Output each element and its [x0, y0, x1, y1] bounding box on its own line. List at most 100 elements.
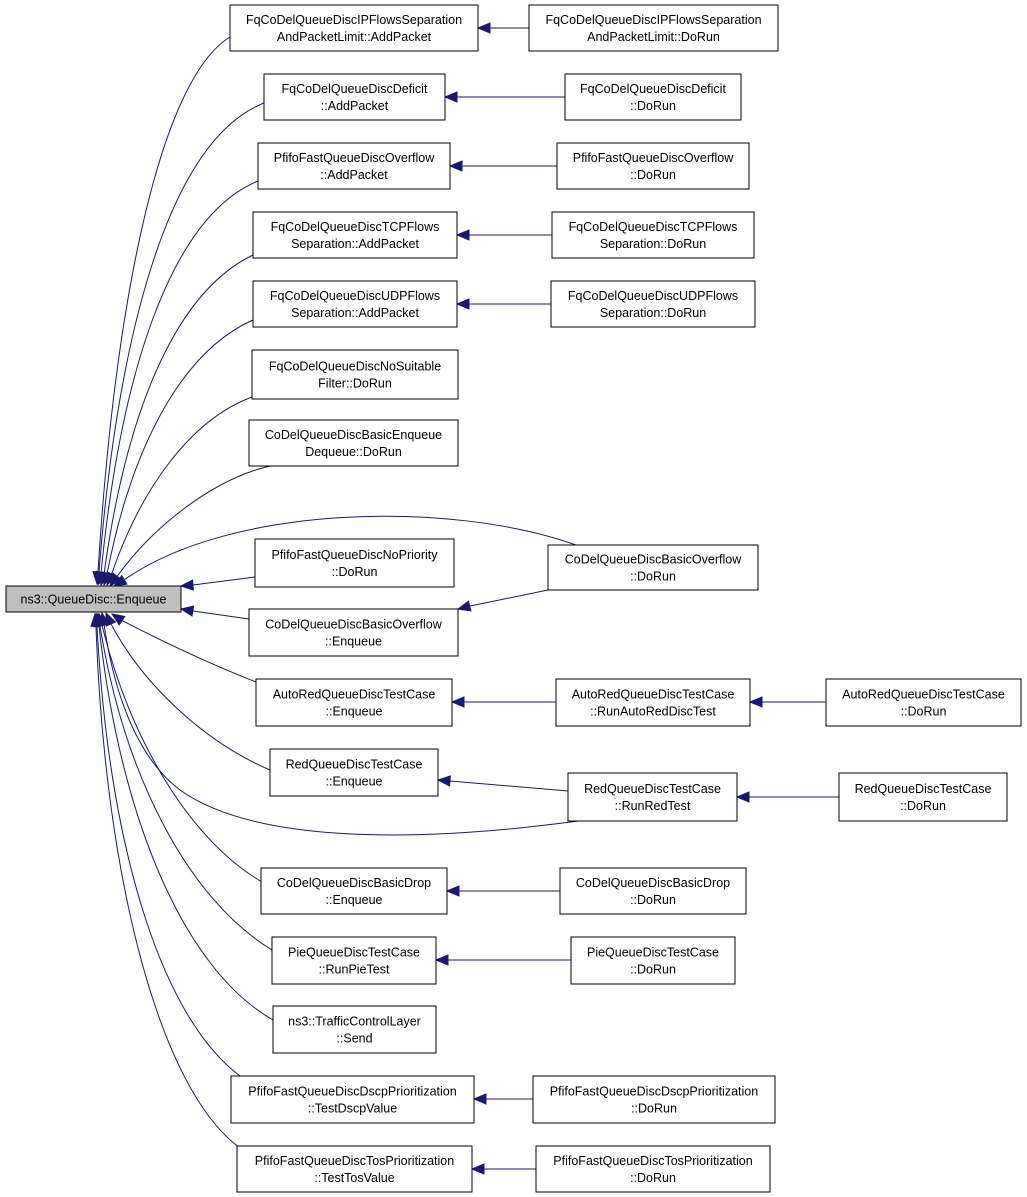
node-label-line: ::Send — [336, 1032, 372, 1046]
node-red-run[interactable]: RedQueueDiscTestCase::DoRun — [838, 772, 1008, 822]
node-fqsep-run[interactable]: FqCoDelQueueDiscIPFlowsSeparationAndPack… — [528, 4, 779, 52]
edge-line — [109, 621, 271, 771]
arrowhead — [179, 579, 194, 591]
edge-pie — [434, 954, 571, 966]
edge-root-dscp — [91, 612, 241, 1077]
node-label-line: ::DoRun — [630, 99, 676, 113]
node-label-line: ::DoRun — [630, 1171, 676, 1185]
node-box — [269, 748, 439, 797]
node-drop-run[interactable]: CoDelQueueDiscBasicDrop::DoRun — [559, 867, 747, 915]
node-box — [532, 1075, 776, 1124]
node-label-line: ::DoRun — [630, 570, 676, 584]
node-nopriority-run[interactable]: PfifoFastQueueDiscNoPriority::DoRun — [254, 538, 455, 588]
node-label-line: ::Enqueue — [326, 893, 383, 907]
arrowhead — [448, 160, 463, 172]
node-label-line: CoDelQueueDiscBasicDrop — [277, 876, 431, 890]
node-box — [252, 211, 458, 259]
arrowhead — [455, 298, 470, 310]
node-red-test[interactable]: RedQueueDiscTestCase::RunRedTest — [567, 772, 738, 822]
edge-root-tos — [90, 612, 241, 1149]
node-label-line: ns3::QueueDisc::Enqueue — [21, 593, 167, 607]
edge-deficit — [443, 91, 565, 103]
node-label-line: FqCoDelQueueDiscIPFlowsSeparation — [545, 13, 761, 27]
node-label-line: RedQueueDiscTestCase — [584, 782, 721, 796]
edge-pfoverflow — [448, 160, 557, 172]
node-box — [251, 349, 459, 400]
edge-root-drop — [96, 612, 263, 883]
node-label-line: ::DoRun — [332, 565, 378, 579]
node-udp-add[interactable]: FqCoDelQueueDiscUDPFlowsSeparation::AddP… — [252, 280, 458, 328]
node-tos-run[interactable]: PfifoFastQueueDiscTosPrioritization::DoR… — [535, 1145, 771, 1193]
node-tcp-run[interactable]: FqCoDelQueueDiscTCPFlowsSeparation::DoRu… — [551, 211, 755, 259]
node-label-line: CoDelQueueDiscBasicEnqueue — [265, 428, 442, 442]
edge-line — [106, 319, 254, 575]
edge-tcp — [455, 229, 552, 241]
node-pie-test[interactable]: PieQueueDiscTestCase::RunPieTest — [271, 936, 437, 985]
edge-root-nosuitable — [106, 396, 253, 587]
node-autored-enq[interactable]: AutoRedQueueDiscTestCase::Enqueue — [255, 678, 453, 727]
node-label-line: PfifoFastQueueDiscTosPrioritization — [553, 1154, 752, 1168]
edge-root-fqsep — [92, 36, 231, 586]
node-label-line: ::Enqueue — [325, 635, 382, 649]
node-box — [254, 538, 455, 588]
node-autored-run[interactable]: AutoRedQueueDiscTestCase::DoRun — [825, 678, 1022, 727]
node-pfoverflow-run[interactable]: PfifoFastQueueDiscOverflow::DoRun — [556, 142, 750, 190]
node-box — [236, 1145, 473, 1193]
node-label-line: ::DoRun — [900, 799, 946, 813]
node-box — [570, 936, 736, 985]
edge-line — [99, 625, 273, 951]
edge-fqsep — [476, 22, 529, 34]
node-label-line: PieQueueDiscTestCase — [288, 946, 420, 960]
node-label-line: RedQueueDiscTestCase — [855, 782, 992, 796]
node-pfoverflow-add[interactable]: PfifoFastQueueDiscOverflow::AddPacket — [257, 142, 451, 190]
node-fqsep-add[interactable]: FqCoDelQueueDiscIPFlowsSeparationAndPack… — [229, 4, 479, 52]
node-drop-enq[interactable]: CoDelQueueDiscBasicDrop::Enqueue — [260, 867, 448, 915]
node-deficit-run[interactable]: FqCoDelQueueDiscDeficit::DoRun — [564, 73, 742, 121]
node-label-line: AndPacketLimit::AddPacket — [277, 30, 432, 44]
node-deficit-add[interactable]: FqCoDelQueueDiscDeficit::AddPacket — [263, 73, 446, 121]
node-box — [825, 678, 1022, 727]
edge-root-autored — [110, 613, 257, 683]
node-label-line: AutoRedQueueDiscTestCase — [842, 688, 1005, 702]
edge-line — [98, 102, 265, 573]
node-tcl-send[interactable]: ns3::TrafficControlLayer::Send — [272, 1005, 437, 1054]
node-dscp-test[interactable]: PfifoFastQueueDiscDscpPrioritization::Te… — [230, 1075, 475, 1124]
node-tos-test[interactable]: PfifoFastQueueDiscTosPrioritization::Tes… — [236, 1145, 473, 1193]
node-cdoverflow-enq[interactable]: CoDelQueueDiscBasicOverflow::Enqueue — [248, 608, 459, 657]
edge-line — [123, 515, 577, 581]
node-box — [248, 608, 459, 657]
node-label-line: ::DoRun — [630, 893, 676, 907]
edge-line — [110, 396, 253, 577]
edge-autored-a — [450, 696, 556, 708]
node-label-line: FqCoDelQueueDiscDeficit — [282, 82, 428, 96]
node-red-enq[interactable]: RedQueueDiscTestCase::Enqueue — [269, 748, 439, 797]
edge-line — [103, 623, 579, 836]
node-label-line: FqCoDelQueueDiscTCPFlows — [271, 220, 440, 234]
edge-root-tcl — [93, 612, 274, 1021]
node-box — [547, 544, 759, 591]
edge-line — [100, 180, 259, 574]
arrowhead — [456, 600, 472, 612]
node-label-line: CoDelQueueDiscBasicOverflow — [565, 553, 742, 567]
node-autored-test[interactable]: AutoRedQueueDiscTestCase::RunAutoRedDisc… — [555, 678, 751, 727]
edge-root-pie — [94, 612, 273, 951]
node-box — [257, 142, 451, 190]
node-cdoverflow-run[interactable]: CoDelQueueDiscBasicOverflow::DoRun — [547, 544, 759, 591]
node-label-line: PfifoFastQueueDiscOverflow — [573, 151, 734, 165]
node-udp-run[interactable]: FqCoDelQueueDiscUDPFlowsSeparation::DoRu… — [550, 280, 756, 328]
node-dscp-run[interactable]: PfifoFastQueueDiscDscpPrioritization::Do… — [532, 1075, 776, 1124]
node-box — [255, 678, 453, 727]
node-box — [556, 142, 750, 190]
node-pie-run[interactable]: PieQueueDiscTestCase::DoRun — [570, 936, 736, 985]
node-label-line: ::TestDscpValue — [308, 1102, 397, 1116]
node-tcp-add[interactable]: FqCoDelQueueDiscTCPFlowsSeparation::AddP… — [252, 211, 458, 259]
arrowhead — [472, 1093, 487, 1105]
node-label-line: Filter::DoRun — [318, 377, 392, 391]
edge-line — [98, 625, 274, 1021]
edge-tos — [470, 1163, 536, 1175]
node-root[interactable]: ns3::QueueDisc::Enqueue — [5, 585, 182, 613]
node-box — [5, 585, 182, 613]
